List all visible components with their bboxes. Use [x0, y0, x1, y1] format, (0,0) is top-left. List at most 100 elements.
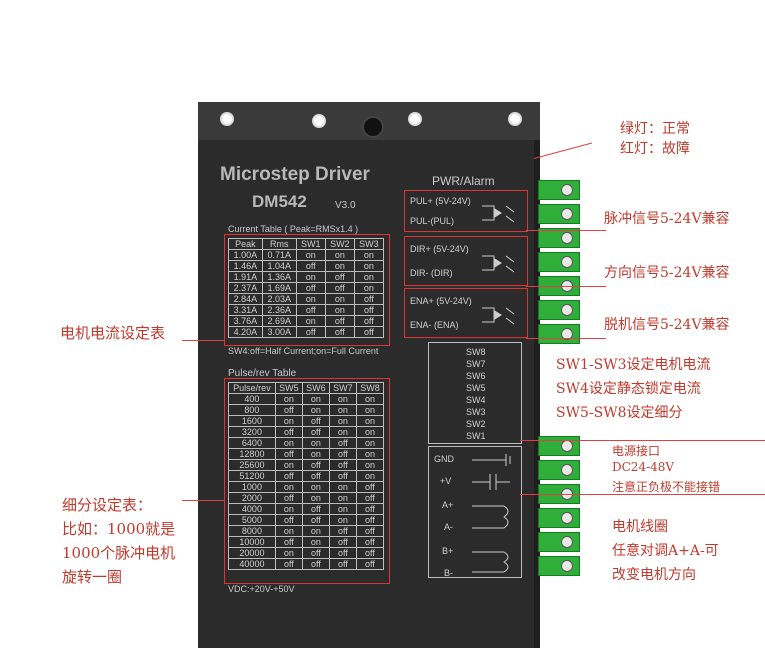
- table-cell: off: [328, 459, 357, 471]
- table-cell: on: [353, 260, 385, 272]
- mount-hole-left: [220, 112, 234, 126]
- table-cell: 800: [228, 404, 276, 416]
- terminal-slot: [538, 508, 580, 528]
- optocoupler-icon: [482, 255, 515, 273]
- table-cell: 1000: [228, 481, 276, 493]
- terminal-slot: [538, 252, 580, 272]
- table-cell: on: [328, 415, 357, 427]
- terminal-gnd: GND: [434, 454, 454, 464]
- table-cell: on: [295, 271, 326, 283]
- signal-terminal-block: [538, 180, 580, 348]
- table-cell: on: [295, 293, 326, 305]
- table-cell: on: [274, 415, 303, 427]
- ena-pointer-line: [526, 338, 606, 339]
- table-cell: 1600: [228, 415, 276, 427]
- terminal-screw-icon: [561, 464, 573, 476]
- current-table-highlight: [224, 234, 390, 346]
- power-warn-note: 注意正负极不能接错: [612, 480, 721, 494]
- device-model: DM542: [252, 192, 307, 211]
- ena-plus-label: ENA+ (5V-24V): [410, 296, 472, 306]
- table-cell: on: [355, 393, 385, 405]
- table-header-cell: Rms: [261, 238, 297, 250]
- table-cell: off: [295, 282, 326, 294]
- device-title: Microstep Driver: [220, 164, 370, 185]
- table-cell: off: [324, 271, 355, 283]
- terminal-slot: [538, 228, 580, 248]
- table-cell: on: [328, 481, 357, 493]
- dip-switch-label: SW1: [466, 431, 486, 441]
- dip-switch-label: SW5: [466, 383, 486, 393]
- terminal-slot: [538, 436, 580, 456]
- terminal-screw-icon: [561, 232, 573, 244]
- table-cell: off: [355, 481, 385, 493]
- table-cell: 400: [228, 393, 276, 405]
- pulse-note-l1: 细分设定表：: [62, 496, 153, 514]
- table-cell: off: [328, 437, 357, 449]
- table-cell: on: [274, 503, 303, 515]
- table-cell: on: [328, 492, 357, 504]
- table-cell: 20000: [228, 547, 276, 559]
- table-cell: 1.46A: [228, 260, 263, 272]
- dip-switch-label: SW7: [466, 359, 486, 369]
- table-header-cell: SW5: [274, 382, 303, 394]
- table-cell: on: [274, 547, 303, 559]
- current-table-note-cn: 电机电流设定表: [60, 324, 166, 342]
- table-cell: off: [295, 260, 326, 272]
- wiring-diagram-icon: [472, 454, 511, 573]
- table-cell: off: [274, 558, 303, 570]
- terminal-slot: [538, 300, 580, 320]
- terminal-a-minus: A-: [444, 522, 453, 532]
- table-cell: off: [301, 547, 330, 559]
- terminal-slot: [538, 180, 580, 200]
- pul-note: 脉冲信号5-24V兼容: [604, 211, 730, 227]
- table-cell: on: [301, 437, 330, 449]
- table-cell: 40000: [228, 558, 276, 570]
- table-cell: off: [328, 536, 357, 548]
- table-cell: on: [295, 249, 326, 261]
- table-cell: 3.76A: [228, 315, 263, 327]
- table-cell: on: [274, 525, 303, 537]
- table-cell: on: [301, 492, 330, 504]
- table-cell: off: [274, 470, 303, 482]
- table-header-cell: Peak: [228, 238, 263, 250]
- dip-switch-label: SW3: [466, 407, 486, 417]
- terminal-screw-icon: [561, 536, 573, 548]
- current-table-note: SW4:off=Half Current;on=Full Current: [228, 346, 379, 356]
- table-cell: 6400: [228, 437, 276, 449]
- sw5-note: SW5-SW8设定细分: [556, 405, 683, 421]
- table-cell: off: [324, 282, 355, 294]
- table-cell: 0.71A: [261, 249, 297, 261]
- vdc-label: VDC:+20V-+50V: [228, 584, 295, 594]
- table-cell: on: [353, 249, 385, 261]
- table-header-cell: SW1: [295, 238, 326, 250]
- terminal-b-plus: B+: [442, 546, 454, 556]
- table-cell: off: [328, 448, 357, 460]
- terminal-slot: [538, 204, 580, 224]
- table-cell: on: [353, 282, 385, 294]
- pulse-note-l4: 旋转一圈: [62, 568, 123, 586]
- table-cell: 1.00A: [228, 249, 263, 261]
- table-cell: 12800: [228, 448, 276, 460]
- table-cell: off: [274, 404, 303, 416]
- table-header-cell: SW3: [353, 238, 385, 250]
- table-cell: on: [295, 315, 326, 327]
- table-cell: on: [324, 260, 355, 272]
- optocoupler-icon: [482, 205, 515, 223]
- table-cell: off: [301, 503, 330, 515]
- terminal-screw-icon: [561, 560, 573, 572]
- terminal-screw-icon: [561, 440, 573, 452]
- table-cell: off: [353, 315, 385, 327]
